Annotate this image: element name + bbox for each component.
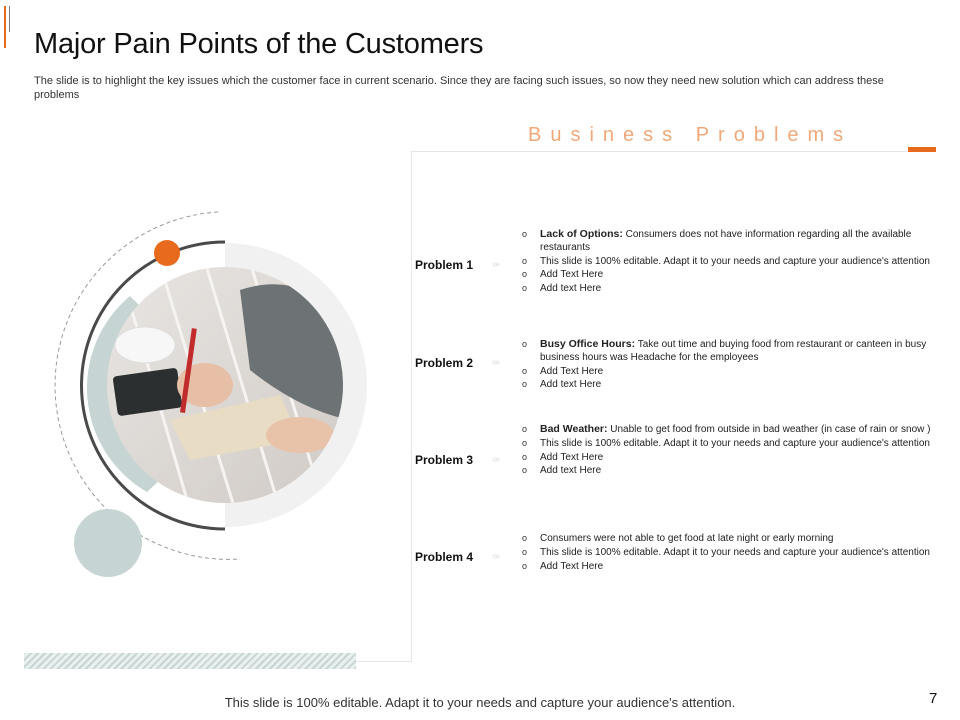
dashed-outer-arc [54, 211, 241, 560]
teal-circle [74, 509, 142, 577]
slide-subtitle: The slide is to highlight the key issues… [34, 75, 884, 101]
bullet-marker-icon: o [522, 437, 528, 448]
hatched-strip [24, 653, 356, 669]
accent-bar-secondary [9, 6, 10, 32]
footer-note: This slide is 100% editable. Adapt it to… [224, 695, 736, 710]
bullet-marker-icon: o [522, 465, 528, 476]
chevron-icon: ››› [492, 454, 500, 465]
bullet-marker-icon: o [522, 283, 528, 294]
panel-bottom-border [356, 661, 412, 662]
problem-2-label: Problem 2 [415, 356, 474, 370]
chevron-icon: ››› [492, 551, 500, 562]
bullet-marker-icon: o [522, 339, 528, 349]
bullet-marker-icon: o [522, 365, 528, 376]
problem-1-label: Problem 1 [415, 258, 474, 272]
section-heading: Business Problems [528, 124, 853, 146]
chevron-icon: ››› [492, 357, 500, 368]
orange-tab-marker [908, 147, 936, 152]
bullet-marker-icon: o [522, 255, 528, 266]
bullet-marker-icon: o [522, 269, 528, 280]
teal-arc-segment [86, 296, 162, 492]
bullet-marker-icon: o [522, 533, 528, 543]
slide-title: Major Pain Points of the Customers [34, 28, 484, 60]
orange-dot [154, 240, 180, 266]
bullet-marker-icon: o [522, 560, 528, 571]
panel-top-border [411, 151, 908, 152]
chevron-icon: ››› [492, 259, 500, 270]
bullet-marker-icon: o [522, 451, 528, 462]
bullet-marker-icon: o [522, 546, 528, 557]
bullet-marker-icon: o [522, 424, 528, 434]
writing-in-notebook-photo [107, 267, 343, 503]
panel-left-border [411, 151, 412, 661]
problem-3-label: Problem 3 [415, 453, 474, 467]
bullet-marker-icon: o [522, 379, 528, 390]
page-number: 7 [929, 690, 938, 707]
problem-4-label: Problem 4 [415, 550, 474, 564]
decorative-photo-graphic [54, 211, 367, 577]
accent-bar [4, 6, 6, 48]
light-half-ring [225, 243, 367, 527]
bullet-marker-icon: o [522, 229, 528, 239]
